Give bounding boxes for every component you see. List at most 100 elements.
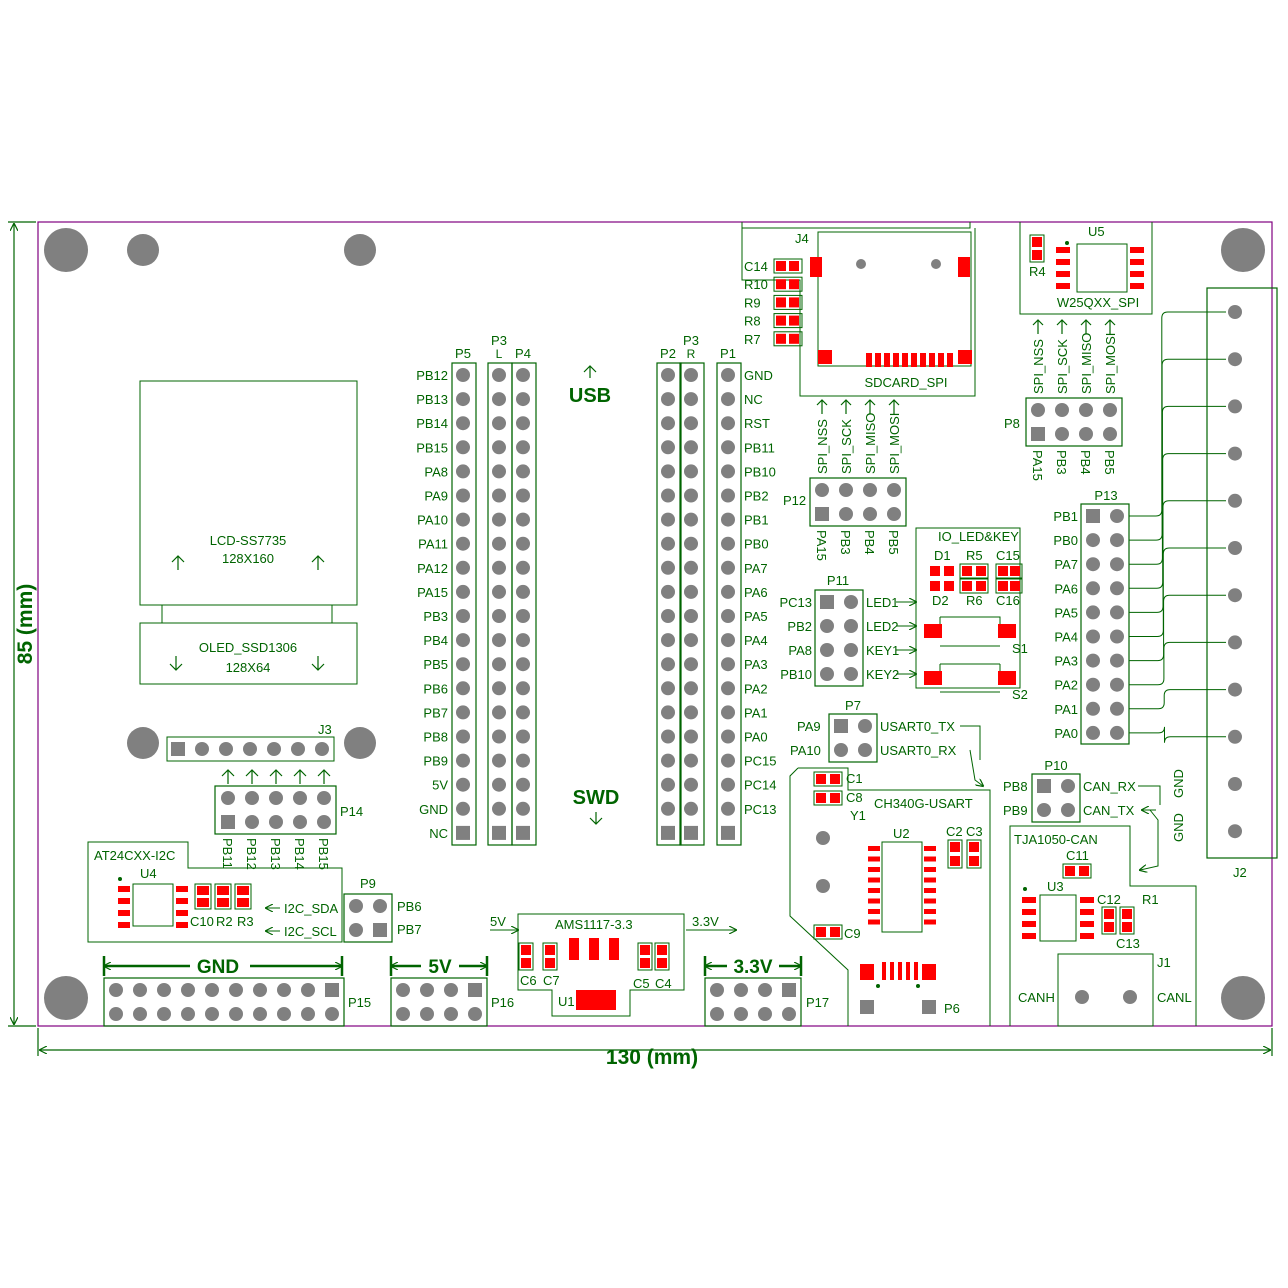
header-pin: [661, 464, 675, 479]
p13-pin-label: PA5: [1054, 605, 1078, 620]
p14-pin: [269, 791, 283, 805]
p15-pin: [301, 1007, 315, 1021]
header-pin: [456, 753, 470, 768]
header-pin: [492, 777, 506, 792]
sdcard-contact: [866, 353, 872, 367]
p15-pin: [181, 983, 195, 997]
header-pin: [721, 753, 735, 768]
p13-pin-label: PA1: [1054, 702, 1078, 717]
right-pin-label: NC: [744, 392, 763, 407]
sd-part-outline: [773, 276, 803, 292]
header-pin: [456, 825, 470, 840]
header-pin: [456, 440, 470, 455]
j4-ref: J4: [795, 231, 809, 246]
header-pin: [456, 536, 470, 551]
r1-ref: R1: [1142, 892, 1159, 907]
p8-arrow: [1056, 319, 1068, 334]
j2-pin: [1228, 352, 1242, 367]
p15-pin: [253, 983, 267, 997]
p13-pin: [1086, 653, 1100, 668]
header-pin: [516, 464, 530, 479]
u4-ref: U4: [140, 866, 157, 881]
ams-pads: [521, 938, 667, 1010]
led-key-pads: [924, 566, 1020, 685]
p8-signal: SPI_SCK: [1055, 339, 1070, 394]
p8-pin: [1031, 427, 1045, 441]
left-pin-label: PB15: [416, 440, 448, 455]
p1-ref: P1: [720, 346, 736, 361]
swd-label: SWD: [573, 787, 620, 809]
header-pin: [684, 705, 698, 720]
p14-pin: [245, 791, 259, 805]
header-pin: [661, 657, 675, 672]
left-pin-label: PB6: [423, 681, 448, 696]
j2-pin: [1228, 493, 1242, 508]
header-pin: [516, 633, 530, 648]
p9-pb7: PB7: [397, 922, 422, 937]
p6-usb-pads: [860, 962, 936, 980]
p13-ref: P13: [1094, 488, 1117, 503]
header-pin: [721, 705, 735, 720]
header-pin: [721, 729, 735, 744]
header-pin: [516, 825, 530, 840]
header-pin: [661, 560, 675, 575]
lcd-size: 128X160: [222, 551, 274, 566]
p13-pin: [1086, 581, 1100, 596]
tja-pads: [1022, 866, 1132, 939]
left-pin-label: PB8: [423, 730, 448, 745]
p12-arrow: [888, 399, 900, 414]
right-pin-label: PB10: [744, 464, 776, 479]
p8-pin: [1103, 427, 1117, 441]
p15-pin: [277, 1007, 291, 1021]
header-pin: [492, 392, 506, 407]
right-pin-label: PA3: [744, 657, 768, 672]
left-pin-label: PB3: [423, 609, 448, 624]
c9-ref: C9: [844, 926, 861, 941]
p14-pin: [293, 815, 307, 829]
header-pin: [456, 488, 470, 503]
left-pin-label: 5V: [432, 778, 448, 793]
right-pin-label: PA4: [744, 633, 768, 648]
right-pin-label: PA5: [744, 609, 768, 624]
header-pin: [721, 536, 735, 551]
header-pin: [516, 609, 530, 623]
left-pin-label: PB5: [423, 657, 448, 672]
j3-pin: [171, 742, 185, 756]
header-pin: [661, 681, 675, 696]
sd-part-pad: [789, 315, 799, 326]
p10-pb9: PB9: [1003, 803, 1028, 818]
p8-pin: [1103, 403, 1117, 417]
sd-part-pad: [776, 315, 786, 326]
header-pin: [661, 729, 675, 744]
p14-arrows: [221, 769, 331, 784]
header-pin: [721, 777, 735, 792]
p12-signal: SPI_MISO: [863, 413, 878, 474]
j1-ref: J1: [1157, 955, 1171, 970]
i2c-scl: I2C_SCL: [284, 924, 337, 939]
right-pin-label: PB2: [744, 489, 769, 504]
p10-pb8: PB8: [1003, 779, 1028, 794]
header-pin: [684, 753, 698, 768]
p8-pin: [1079, 427, 1093, 441]
usb-label: USB: [569, 385, 611, 407]
header-pin: [661, 584, 675, 599]
p17-pin: [710, 983, 724, 997]
lcd-title: LCD-SS7735: [210, 533, 287, 548]
header-pin: [684, 825, 698, 840]
u2-pad: [924, 909, 936, 914]
j2-pin: [1228, 588, 1242, 603]
header-frame: [656, 362, 682, 846]
p17-pin: [734, 983, 748, 997]
header-pin: [721, 633, 735, 648]
p15-pin: [133, 983, 147, 997]
header-pin: [516, 801, 530, 816]
j2-trace: [1129, 311, 1226, 517]
header-pin: [516, 392, 530, 407]
header-pin: [492, 416, 506, 431]
left-pin-label: PA12: [417, 561, 448, 576]
p8-pin-label: PB3: [1054, 450, 1069, 475]
c15-ref: C15: [996, 548, 1020, 563]
p17-ref: P17: [806, 995, 829, 1010]
u2-pad: [924, 919, 936, 925]
p14-pin: [269, 815, 283, 829]
